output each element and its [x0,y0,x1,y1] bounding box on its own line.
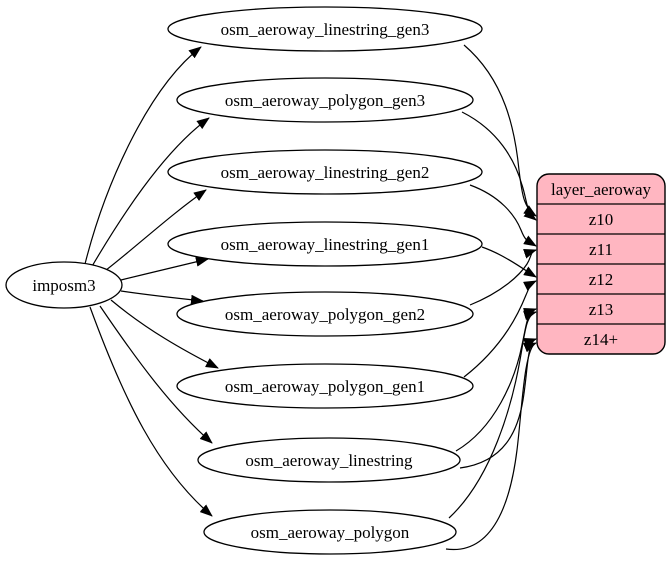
node-osm-aeroway-polygon: osm_aeroway_polygon [203,509,457,555]
edges-from-source [84,46,219,517]
node-ellipse [203,509,457,555]
node-ellipse [176,77,474,123]
node-osm-aeroway-polygon-gen1: osm_aeroway_polygon_gen1 [176,363,474,409]
edge-imposm3-to-osm-aeroway-polygon-gen2 [120,290,204,305]
node-osm-aeroway-linestring: osm_aeroway_linestring [197,437,461,483]
node-label: osm_aeroway_linestring_gen1 [221,235,430,254]
node-osm-aeroway-linestring-gen2: osm_aeroway_linestring_gen2 [167,149,483,195]
node-label: imposm3 [32,276,95,295]
layer-row-z11: z11 [589,240,613,259]
edge-osm-aeroway-polygon-gen2-to-z11 [469,249,537,306]
edge-imposm3-to-osm-aeroway-polygon [89,306,213,517]
node-osm-aeroway-polygon-gen2: osm_aeroway_polygon_gen2 [176,291,474,337]
node-ellipse [176,291,474,337]
node-label: osm_aeroway_linestring [245,451,413,470]
layer-row-z12: z12 [589,270,614,289]
node-ellipse [5,261,123,309]
node-label: osm_aeroway_polygon [251,523,410,542]
edge-imposm3-to-osm-aeroway-linestring-gen1 [120,256,209,281]
node-layer-aeroway: layer_aeroway z10 z11 z12 z13 z14+ [536,173,666,355]
node-ellipse [176,363,474,409]
layer-row-z14plus: z14+ [584,330,618,349]
layer-row-z13: z13 [589,300,614,319]
layer-row-z10: z10 [589,210,614,229]
edge-imposm3-to-osm-aeroway-linestring-gen2 [100,189,207,275]
edge-osm-aeroway-polygon-gen3-to-z10 [461,111,537,221]
node-label: osm_aeroway_polygon_gen1 [225,377,425,396]
edge-imposm3-to-osm-aeroway-polygon-gen3 [90,117,210,269]
node-osm-aeroway-linestring-gen3: osm_aeroway_linestring_gen3 [167,6,483,52]
node-label: osm_aeroway_polygon_gen3 [225,91,425,110]
node-ellipse [197,437,461,483]
node-osm-aeroway-polygon-gen3: osm_aeroway_polygon_gen3 [176,77,474,123]
node-label: osm_aeroway_polygon_gen2 [225,305,425,324]
edge-osm-aeroway-polygon-gen1-to-z12 [463,280,537,378]
edge-osm-aeroway-linestring-gen1-to-z12 [481,246,537,278]
node-ellipse [167,221,483,267]
edge-imposm3-to-osm-aeroway-linestring-gen3 [84,46,202,265]
edge-osm-aeroway-polygon-to-z13 [448,310,537,519]
node-ellipse [167,149,483,195]
node-label: osm_aeroway_linestring_gen2 [221,163,430,182]
edge-osm-aeroway-polygon-to-z14plus [445,342,537,550]
edge-imposm3-to-osm-aeroway-linestring [99,305,213,444]
node-osm-aeroway-linestring-gen1: osm_aeroway_linestring_gen1 [167,221,483,267]
edge-osm-aeroway-linestring-gen3-to-z10 [463,44,537,217]
edge-imposm3-to-osm-aeroway-polygon-gen1 [110,299,219,369]
edges-to-layer [445,44,537,550]
node-label: osm_aeroway_linestring_gen3 [221,20,430,39]
edge-osm-aeroway-linestring-gen2-to-z11 [469,184,537,247]
node-imposm3: imposm3 [5,261,123,309]
layer-title: layer_aeroway [551,180,652,199]
node-ellipse [167,6,483,52]
